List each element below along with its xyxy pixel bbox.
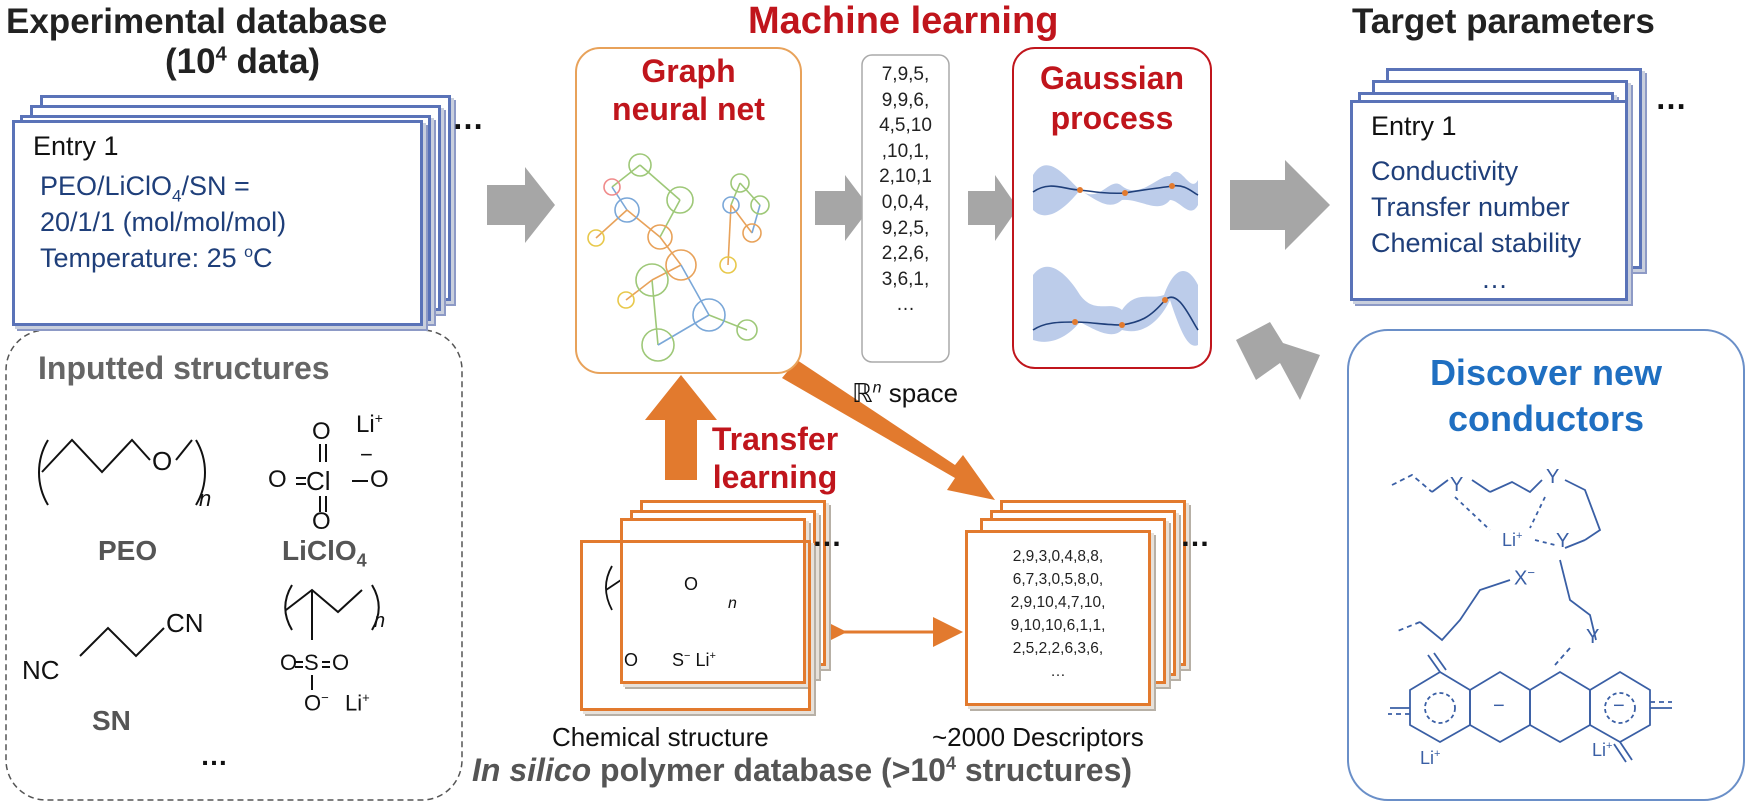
pss-n: n bbox=[374, 610, 386, 632]
peo-n: n bbox=[199, 486, 212, 511]
chem-oxygen: O bbox=[684, 574, 699, 594]
arrow-gnn-to-vector bbox=[815, 175, 870, 241]
entry-label: Entry 1 bbox=[33, 131, 119, 161]
discover-li: Li+ bbox=[1502, 530, 1523, 550]
rn-space-label: ℝn space bbox=[852, 378, 959, 408]
discover-box bbox=[1347, 329, 1745, 801]
insilico-db-title: In silico polymer database (>104 structu… bbox=[472, 752, 1133, 788]
pss-s: S bbox=[304, 650, 319, 675]
chem-thiolate: S− Li+ bbox=[672, 650, 716, 670]
gp-plot-1 bbox=[1032, 165, 1199, 216]
liclo4-o-top: O bbox=[312, 418, 331, 445]
discover-y1: Y bbox=[1450, 474, 1464, 496]
discover-x: X− bbox=[1514, 565, 1535, 590]
liclo4-o-right: O bbox=[370, 466, 389, 493]
structures-ellipsis: … bbox=[200, 740, 228, 771]
discover-anion-2: − bbox=[1613, 695, 1625, 717]
liclo4-label: LiClO4 bbox=[282, 535, 367, 571]
chem-structure-label: Chemical structure bbox=[552, 722, 769, 752]
target-card: Entry 1 Conductivity Transfer number Che… bbox=[1350, 100, 1628, 301]
arrow-gnn-to-descriptors bbox=[782, 360, 995, 500]
entry-composition: PEO/LiClO4/SN = bbox=[40, 171, 250, 206]
target-ellipsis: … bbox=[1655, 80, 1687, 116]
inputted-structures-box bbox=[5, 329, 463, 801]
chem-ellipsis: … bbox=[812, 520, 842, 553]
discover-li-3: Li+ bbox=[1592, 740, 1613, 760]
desc-ellipsis: … bbox=[1180, 520, 1210, 553]
entry-temperature: Temperature: 25 oC bbox=[40, 243, 273, 273]
liclo4-o-left: O bbox=[268, 466, 287, 493]
discover-y3: Y bbox=[1556, 530, 1570, 552]
discover-chain-drawing bbox=[1391, 473, 1602, 666]
graph-network-drawing bbox=[587, 153, 770, 362]
transfer-learning-arrow bbox=[645, 375, 717, 480]
polysulfonate-structure bbox=[284, 584, 380, 690]
vector-box bbox=[861, 54, 950, 363]
liclo4-minus: − bbox=[360, 442, 373, 467]
discover-y4: Y bbox=[1586, 626, 1600, 648]
experimental-db-title: Experimental database bbox=[6, 2, 388, 41]
liclo4-structure bbox=[296, 444, 368, 512]
desc-card: 2,9,3,0,4,8,8,6,7,3,0,5,8,0, 2,9,10,4,7,… bbox=[965, 530, 1151, 706]
pss-li: Li+ bbox=[345, 690, 370, 716]
peo-structure bbox=[38, 438, 206, 506]
inputted-structures-title: Inputted structures bbox=[38, 350, 330, 386]
sn-structure bbox=[79, 626, 165, 658]
arrow-db-to-gnn bbox=[487, 167, 555, 243]
sn-cn: CN bbox=[166, 608, 204, 638]
pss-o-left: O bbox=[280, 650, 298, 675]
pss-o-minus: O− bbox=[304, 690, 329, 716]
machine-learning-title: Machine learning bbox=[748, 0, 1059, 42]
entry-ratio: 20/1/1 (mol/mol/mol) bbox=[40, 207, 287, 237]
liclo4-cl: Cl bbox=[306, 466, 331, 496]
discover-anion-1: − bbox=[1493, 695, 1505, 717]
sn-nc: NC bbox=[22, 655, 60, 685]
liclo4-li: Li+ bbox=[356, 410, 383, 438]
chem-keto-o: O bbox=[624, 650, 639, 670]
peo-label: PEO bbox=[98, 535, 158, 566]
target-parameters-title: Target parameters bbox=[1352, 2, 1655, 41]
pss-o-right: O bbox=[332, 650, 350, 675]
discover-li-2: Li+ bbox=[1420, 748, 1441, 768]
gp-plot-2 bbox=[1032, 266, 1199, 346]
arrow-gp-to-target bbox=[1230, 160, 1330, 250]
target-entry-label: Entry 1 bbox=[1371, 111, 1457, 141]
target-param-list: Conductivity Transfer number Chemical st… bbox=[1371, 156, 1582, 294]
chem-card bbox=[580, 540, 811, 711]
experimental-db-subtitle: (104 data) bbox=[165, 42, 321, 81]
peo-oxygen: O bbox=[152, 446, 173, 476]
arrow-vector-to-gp bbox=[968, 175, 1018, 241]
discover-y2: Y bbox=[1546, 466, 1560, 488]
descriptors-label: ~2000 Descriptors bbox=[932, 722, 1144, 752]
liclo4-o-bottom: O bbox=[312, 508, 331, 535]
entry-card: Entry 1 PEO/LiClO4/SN = 20/1/1 (mol/mol/… bbox=[12, 120, 423, 326]
experimental-ellipsis: … bbox=[452, 100, 484, 136]
chem-card-back-1 bbox=[620, 518, 806, 684]
descriptor-values: 2,9,3,0,4,8,8,6,7,3,0,5,8,0, 2,9,10,4,7,… bbox=[1010, 548, 1106, 680]
chem-n: n bbox=[728, 595, 737, 612]
arrow-gp-to-discover bbox=[1236, 322, 1320, 400]
discover-acene-drawing bbox=[1388, 652, 1672, 763]
sn-label: SN bbox=[92, 705, 131, 736]
